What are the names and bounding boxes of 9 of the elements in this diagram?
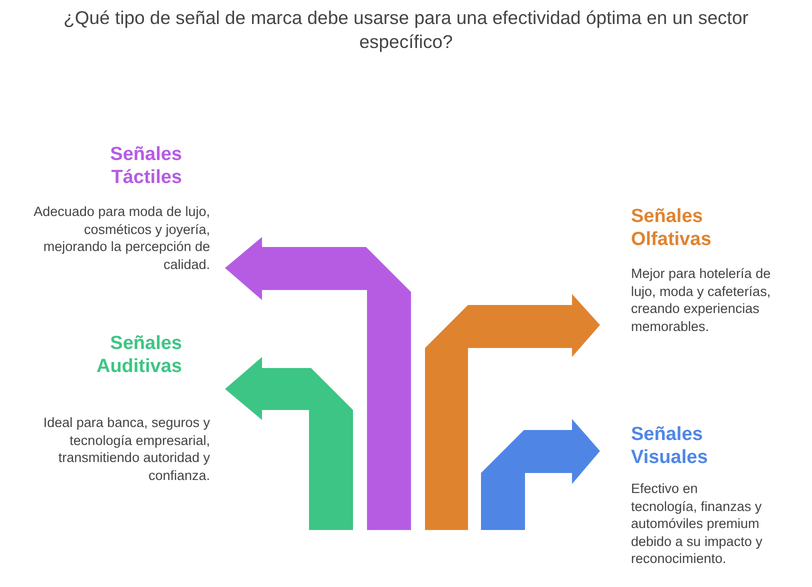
description-text: Ideal para banca, seguros y tecnología empresarial, transmitiendo autoridad y confianza. (42, 414, 210, 484)
page-title: ¿Qué tipo de señal de marca debe usarse para una efectividad óptima en un sector específico? (62, 6, 750, 54)
description-text: Mejor para hotelería de lujo, moda y cafeterías, creando experiencias memorables. (631, 265, 771, 335)
category-heading: Señales Táctiles (109, 143, 182, 189)
category-heading: Señales Olfativas (631, 205, 712, 251)
category-heading: Señales Visuales (631, 423, 709, 469)
category-heading: Señales Auditivas (95, 332, 182, 378)
description-text: Adecuado para moda de lujo, cosméticos y joyería, mejorando la percepción de calidad. (32, 203, 210, 273)
description-text: Efectivo en tecnología, finanzas y automóviles premium debido a su impacto y reconocimiento. (631, 480, 764, 568)
